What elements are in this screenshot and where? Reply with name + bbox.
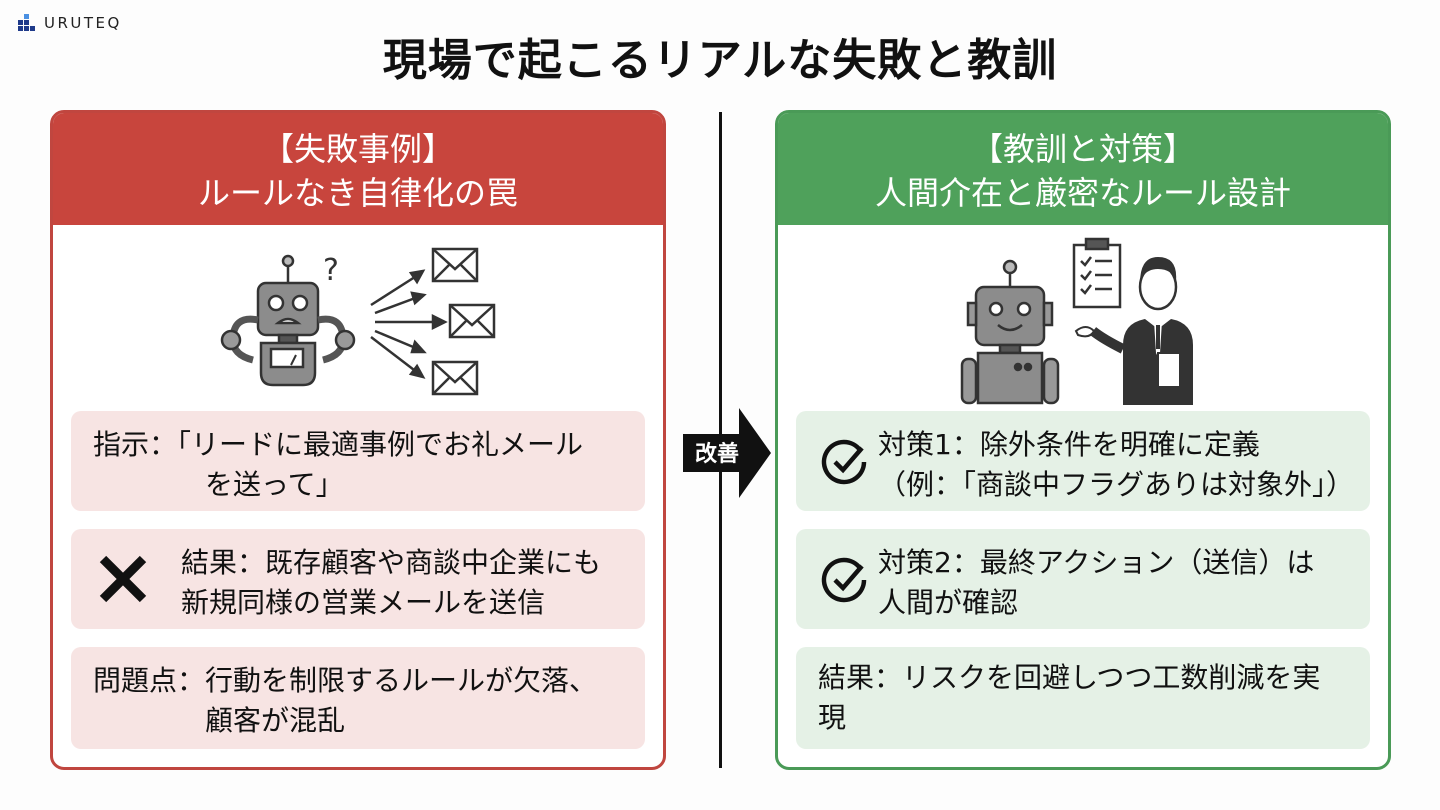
problem-card: 問題点：行動を制限するルールが欠落、 顧客が混乱 xyxy=(71,647,645,749)
instruction-line1: 指示：「リードに最適事例でお礼メール xyxy=(93,428,584,461)
clipboard-checklist-icon xyxy=(1072,237,1122,309)
confused-robot-illustration: ? xyxy=(53,225,663,405)
measure2-line2: 人間が確認 xyxy=(878,586,1019,619)
instruction-card: 指示：「リードに最適事例でお礼メール を送って」 xyxy=(71,411,645,511)
failure-heading-title: ルールなき自律化の罠 xyxy=(197,174,518,212)
measure2-card: 対策2：最終アクション（送信）は 人間が確認 xyxy=(796,529,1370,629)
measure1-card: 対策1：除外条件を明確に定義 （例：「商談中フラグありは対象外」） xyxy=(796,411,1370,511)
measure1-line1: 対策1：除外条件を明確に定義 xyxy=(878,428,1260,461)
failure-panel-header: 【失敗事例】 ルールなき自律化の罠 xyxy=(53,113,663,225)
lesson-panel-header: 【教訓と対策】 人間介在と厳密なルール設計 xyxy=(778,113,1388,225)
envelope-icon xyxy=(431,247,496,396)
check-circle-icon xyxy=(821,439,867,485)
right-arrow-icon xyxy=(683,408,771,498)
question-mark-icon: ? xyxy=(323,253,339,288)
outcome-card: 結果：リスクを回避しつつ工数削減を実現 xyxy=(796,647,1370,749)
failure-heading-label: 【失敗事例】 xyxy=(261,130,454,168)
result-card: 結果：既存顧客や商談中企業にも 新規同様の営業メールを送信 xyxy=(71,529,645,629)
lesson-panel: 【教訓と対策】 人間介在と厳密なルール設計 xyxy=(775,110,1391,770)
failure-panel: 【失敗事例】 ルールなき自律化の罠 ? xyxy=(50,110,666,770)
result-line2: 新規同様の営業メールを送信 xyxy=(181,586,546,619)
logo-mark-icon xyxy=(18,14,36,32)
brand-logo: URUTEQ xyxy=(18,14,122,32)
lesson-heading-title: 人間介在と厳密なルール設計 xyxy=(874,174,1291,212)
check-circle-icon xyxy=(821,557,867,603)
page-title: 現場で起こるリアルな失敗と教訓 xyxy=(382,35,1058,86)
instruction-line2: を送って」 xyxy=(205,468,344,501)
result-line1: 結果：既存顧客や商談中企業にも xyxy=(181,546,602,579)
problem-line2: 顧客が混乱 xyxy=(205,704,346,737)
problem-line1: 問題点：行動を制限するルールが欠落、 xyxy=(93,664,598,697)
arrows-icon xyxy=(370,269,448,379)
robot-icon xyxy=(220,254,356,387)
cross-icon xyxy=(99,555,147,603)
measure2-line1: 対策2：最終アクション（送信）は xyxy=(878,546,1315,579)
lesson-heading-label: 【教訓と対策】 xyxy=(970,130,1195,168)
measure1-line2: （例：「商談中フラグありは対象外」） xyxy=(878,468,1355,501)
improve-label: 改善 xyxy=(694,442,739,467)
robot-icon xyxy=(960,259,1060,405)
outcome-text: 結果：リスクを回避しつつ工数削減を実現 xyxy=(818,661,1321,734)
robot-and-human-illustration xyxy=(778,225,1388,405)
brand-name: URUTEQ xyxy=(44,14,122,32)
businessman-icon xyxy=(1074,257,1193,405)
